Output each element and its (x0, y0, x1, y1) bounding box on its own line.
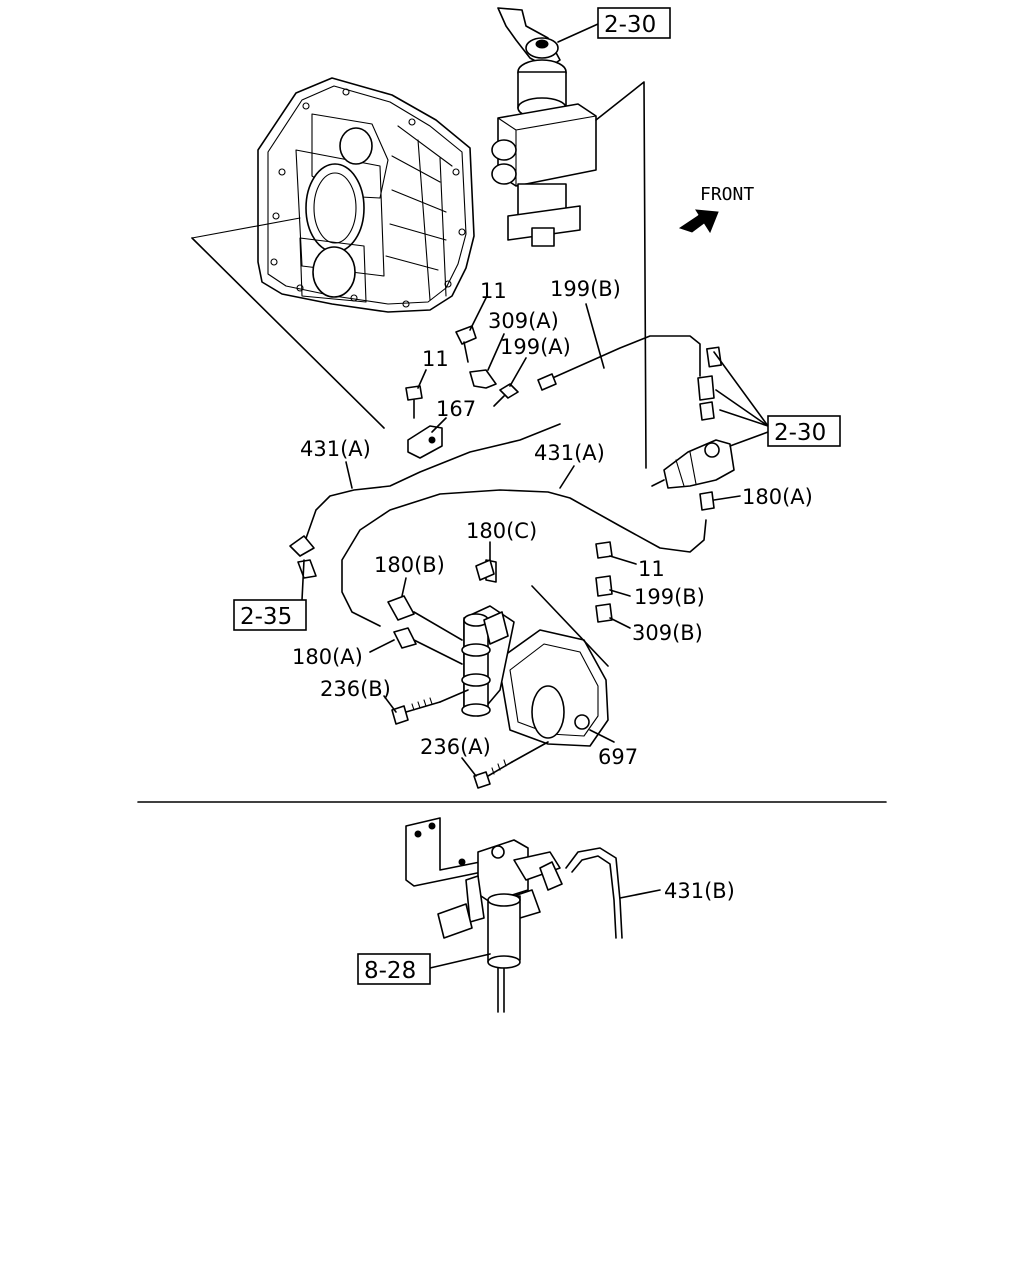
clip-199a (493, 383, 519, 407)
part-label-199b-right: 199(B) (634, 585, 705, 609)
bolt-236a (473, 741, 549, 789)
ref-2-30-right-label: 2-30 (774, 420, 826, 446)
bracket-697 (531, 585, 609, 667)
leader-199b-top (585, 303, 605, 369)
part-label-11-upper: 11 (480, 279, 507, 303)
leader-199b-right (609, 589, 631, 597)
right-valve-cluster (651, 346, 735, 511)
part-label-309a: 309(A) (488, 309, 559, 333)
clip-309b (595, 603, 613, 623)
leader-ref-right-c (719, 409, 769, 427)
leader-309b (609, 617, 631, 629)
part-label-199b-top: 199(B) (550, 277, 621, 301)
clutch-servo (461, 559, 609, 747)
leader-180a-left (369, 639, 395, 653)
fitting-180a-left (393, 627, 463, 665)
transmission-housing (191, 77, 475, 313)
bracket-167 (407, 425, 443, 459)
leader-ref-right-a (713, 351, 769, 427)
part-label-236a: 236(A) (420, 735, 491, 759)
pipe-431b (565, 847, 623, 939)
leader-431a-left (345, 461, 353, 489)
lower-valve-assembly (405, 817, 563, 1013)
top-control-valve (491, 7, 597, 247)
bracket-line-housing (191, 237, 385, 429)
part-label-431a-mid: 431(A) (534, 441, 605, 465)
pipe-431b-inner (571, 855, 617, 939)
front-arrow-icon (678, 209, 719, 234)
leader-167 (431, 417, 447, 433)
leader-11-upper (469, 297, 487, 331)
part-label-697: 697 (598, 745, 638, 769)
left-connector (289, 535, 317, 601)
fitting-180b (387, 595, 463, 641)
ref-box-2-30-top: 2-30 (597, 7, 671, 39)
leader-180a-right (713, 495, 741, 501)
ref-box-2-30-right: 2-30 (767, 415, 841, 447)
part-label-199a: 199(A) (500, 335, 571, 359)
ref-2-30-top-label: 2-30 (604, 12, 656, 38)
pipe-199b (547, 335, 701, 381)
leader-11-left (417, 369, 427, 389)
bolt-11-left (405, 385, 423, 419)
leader-697 (589, 729, 615, 743)
fitting-199b-right (595, 575, 613, 597)
part-label-11-left: 11 (422, 347, 449, 371)
leader-ref-right-d (729, 431, 769, 447)
leader-180b (401, 577, 407, 597)
part-label-167: 167 (436, 397, 476, 421)
leader-11-right (609, 555, 637, 565)
leader-309a (487, 333, 505, 371)
leader-199a (509, 357, 527, 387)
leader-236b (383, 695, 397, 713)
ref-box-2-35: 2-35 (233, 599, 307, 631)
pipe-431a-left (303, 423, 561, 545)
part-label-180b: 180(B) (374, 553, 445, 577)
bolt-11-upper (455, 325, 477, 363)
ref-2-35-label: 2-35 (240, 604, 292, 630)
part-label-431a-left: 431(A) (300, 437, 371, 461)
pipe-431a-mid (341, 489, 707, 627)
fitting-199b (537, 373, 557, 391)
leader-431b (619, 889, 661, 899)
part-label-11-right: 11 (638, 557, 665, 581)
leader-8-28 (429, 953, 491, 969)
clip-309a (469, 369, 497, 389)
part-label-431b: 431(B) (664, 879, 735, 903)
part-label-236b: 236(B) (320, 677, 391, 701)
leader-ref-top (557, 23, 599, 43)
ref-box-8-28: 8-28 (357, 953, 431, 985)
part-label-180c: 180(C) (466, 519, 537, 543)
bolt-236b (391, 689, 469, 725)
leader-ref-right-b (715, 389, 769, 427)
leader-431a-mid (559, 465, 575, 489)
part-label-309b: 309(B) (632, 621, 703, 645)
part-label-180a-left: 180(A) (292, 645, 363, 669)
part-label-180a-right: 180(A) (742, 485, 813, 509)
ref-8-28-label: 8-28 (364, 958, 416, 984)
leader-236a (461, 757, 477, 777)
bracket-line (595, 81, 647, 469)
front-label: FRONT (700, 184, 754, 205)
